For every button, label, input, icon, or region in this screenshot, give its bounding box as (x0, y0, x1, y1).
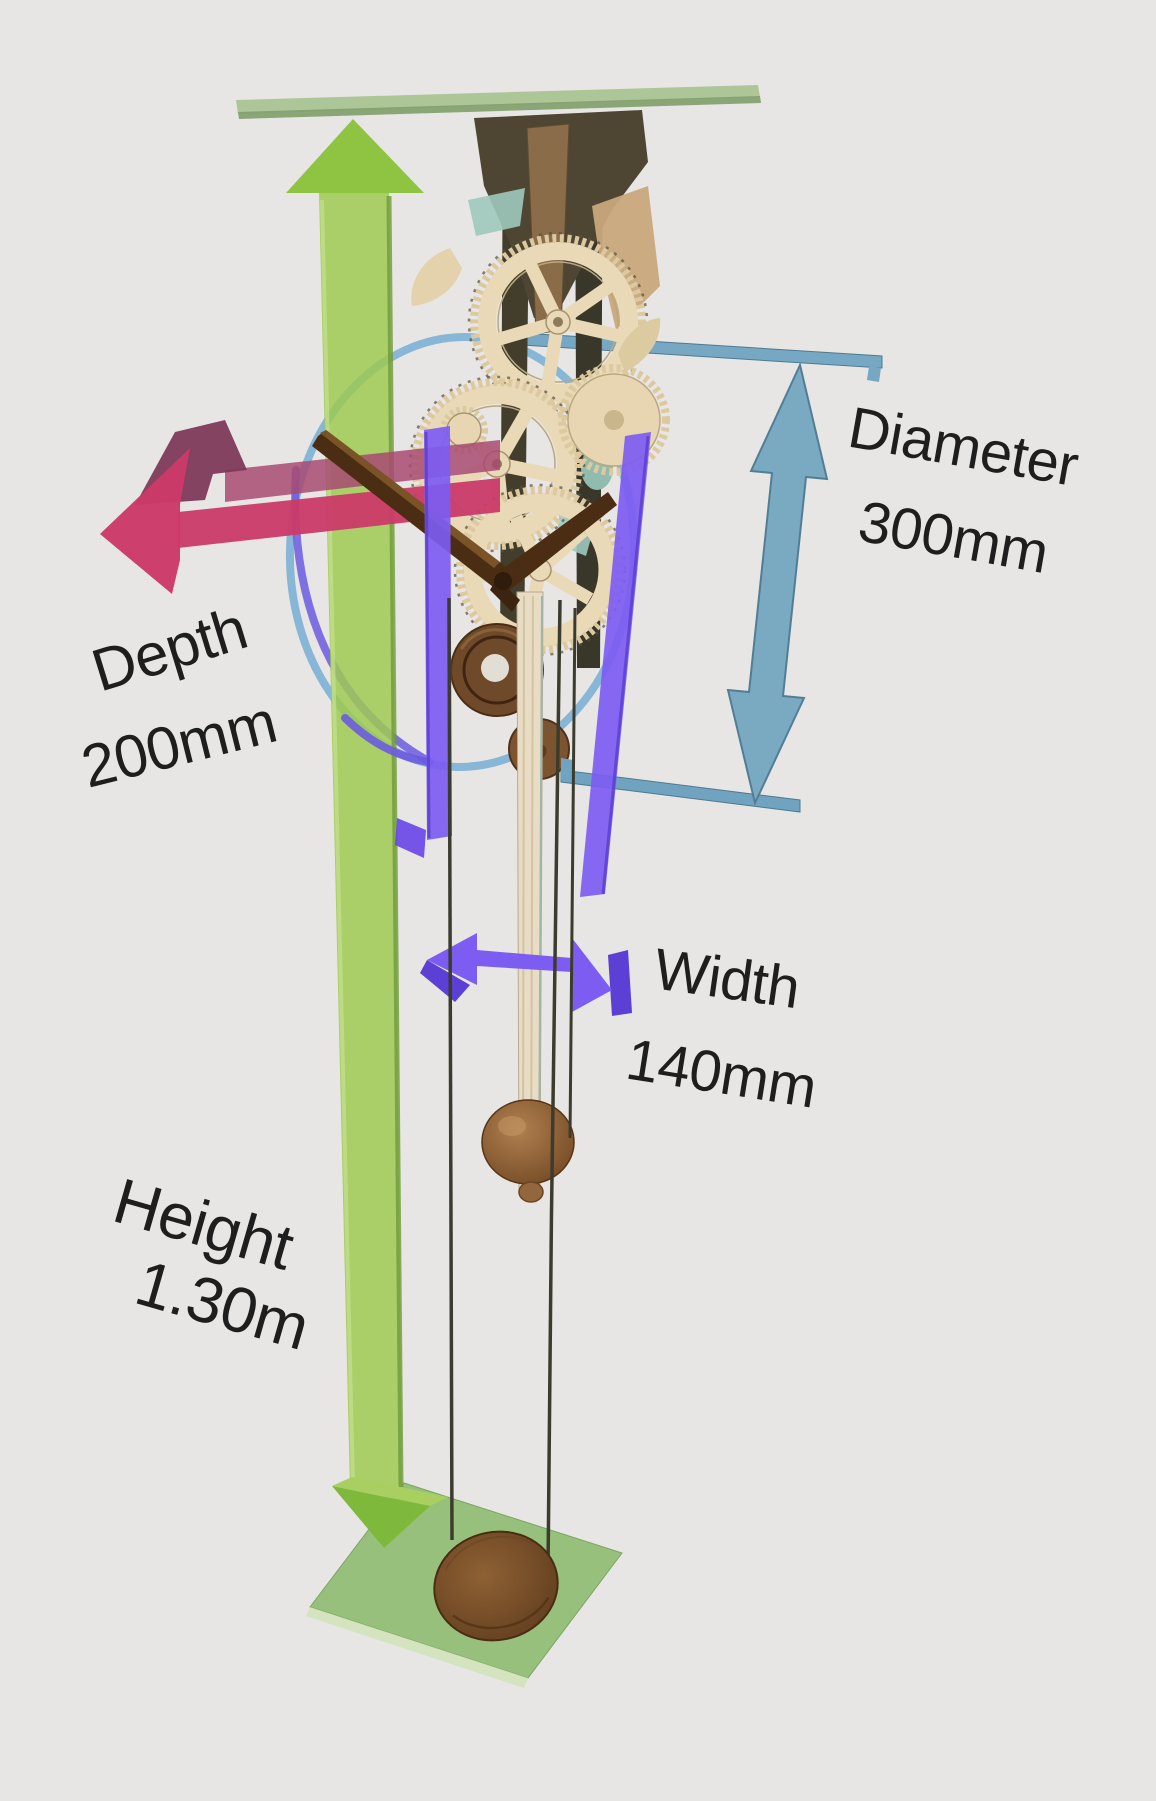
wood-horn-right (618, 318, 661, 372)
width-reference-bars (395, 426, 651, 897)
cord-right (546, 599, 562, 1573)
depth-arrow-head-front (100, 448, 190, 594)
height-arrow-head-bottom (332, 1486, 430, 1548)
pendulum-bob (433, 1530, 559, 1642)
width-arrow (420, 933, 632, 1016)
top-plate (236, 85, 761, 119)
hand-hub (494, 572, 512, 590)
pendulum-rod (516, 591, 544, 1189)
diameter-arrow (726, 361, 829, 807)
width-arrow-body (427, 933, 612, 1012)
minute-hand (312, 430, 512, 590)
height-arrow-head-top (286, 119, 424, 193)
depth-arrow-shaft-front (178, 478, 500, 548)
wood-horn-left (411, 248, 462, 306)
ring-front-segment (341, 714, 432, 766)
escapement-plate (468, 188, 525, 236)
width-arrow-fin-right (608, 950, 632, 1016)
width-bar-left (424, 426, 452, 840)
width-arrow-fin-left (420, 960, 470, 1002)
gear-right-wheel (558, 364, 670, 476)
cords (447, 597, 577, 1573)
clock-hands (312, 430, 617, 612)
weight-peg (518, 1181, 544, 1203)
cord-left (447, 597, 454, 1541)
cord-weight (568, 607, 577, 1139)
width-bar-right (580, 432, 651, 897)
hour-hand (494, 492, 617, 590)
diameter-tick-bottom (560, 758, 801, 813)
